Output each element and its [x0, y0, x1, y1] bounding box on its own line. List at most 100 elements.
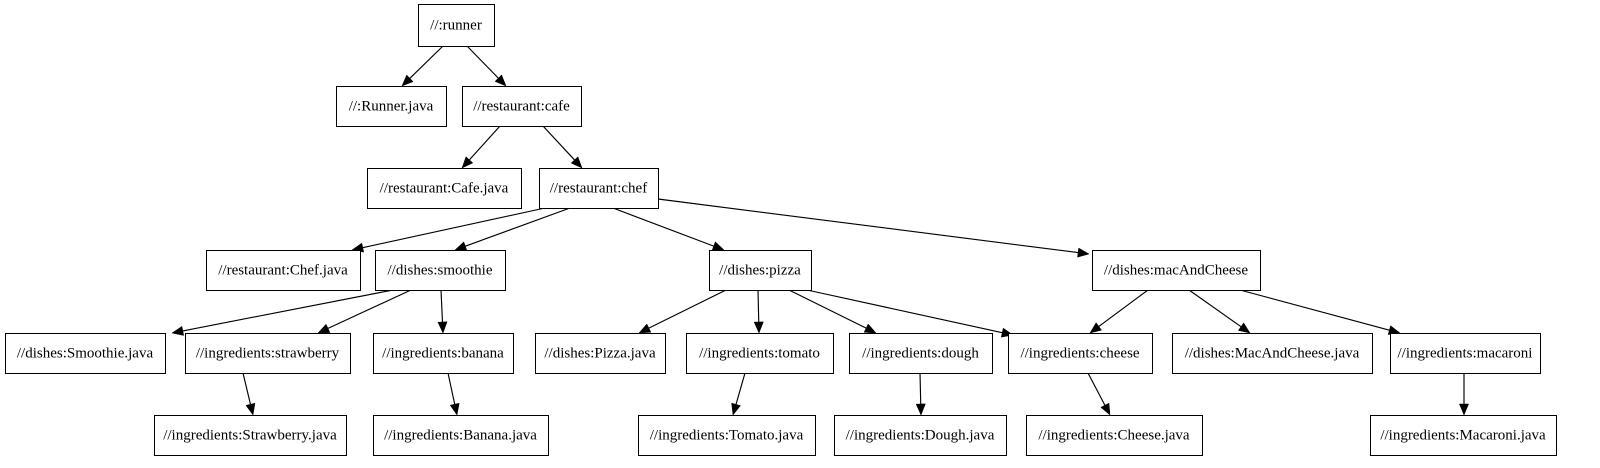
node-label: //dishes:smoothie: [388, 262, 493, 278]
node-box[interactable]: [5, 333, 166, 374]
node-box[interactable]: [539, 168, 659, 209]
graph-node-dough_java[interactable]: //ingredients:Dough.java: [834, 415, 1007, 456]
graph-node-restaurant_chef[interactable]: //restaurant:chef: [539, 168, 659, 209]
graph-edge: [612, 207, 725, 251]
graph-node-ing_banana[interactable]: //ingredients:banana: [373, 333, 514, 374]
graph-node-macandchz_java[interactable]: //dishes:MacAndCheese.java: [1172, 333, 1373, 374]
edge-line: [1098, 289, 1149, 327]
edge-arrowhead-icon: [731, 402, 741, 416]
node-box[interactable]: [375, 250, 506, 291]
node-box[interactable]: [336, 86, 447, 127]
edge-line: [327, 289, 412, 329]
node-label: //ingredients:Banana.java: [384, 427, 537, 443]
node-box[interactable]: [373, 333, 514, 374]
graph-node-ing_strawberry[interactable]: //ingredients:strawberry: [185, 333, 351, 374]
node-box[interactable]: [154, 415, 347, 456]
node-box[interactable]: [686, 333, 834, 374]
graph-node-chef_java[interactable]: //restaurant:Chef.java: [206, 250, 361, 291]
edge-line: [466, 45, 499, 79]
graph-edge: [466, 45, 507, 87]
node-box[interactable]: [1092, 250, 1261, 291]
graph-node-smoothie_java[interactable]: //dishes:Smoothie.java: [5, 333, 166, 374]
graph-node-runner_java[interactable]: //:Runner.java: [336, 86, 447, 127]
node-box[interactable]: [1008, 333, 1153, 374]
node-label: //dishes:MacAndCheese.java: [1185, 345, 1360, 361]
edge-line: [1188, 289, 1242, 328]
edge-line: [447, 372, 456, 405]
node-box[interactable]: [373, 415, 549, 456]
node-label: //ingredients:dough: [862, 345, 979, 361]
edge-arrowhead-icon: [245, 402, 256, 416]
node-box[interactable]: [1172, 333, 1373, 374]
graph-edge: [1459, 373, 1469, 416]
node-box[interactable]: [535, 333, 666, 374]
edge-line: [440, 289, 444, 323]
node-box[interactable]: [1390, 333, 1541, 374]
graph-node-ing_dough[interactable]: //ingredients:dough: [849, 333, 993, 374]
edge-arrowhead-icon: [1077, 247, 1090, 258]
graph-edge: [542, 125, 583, 169]
edge-line: [409, 45, 444, 79]
node-box[interactable]: [1026, 415, 1203, 456]
graph-edge: [1239, 289, 1401, 335]
graph-node-banana_java[interactable]: //ingredients:Banana.java: [373, 415, 549, 456]
edge-arrowhead-icon: [1100, 402, 1111, 416]
edge-arrowhead-icon: [437, 321, 448, 334]
graph-node-ing_cheese[interactable]: //ingredients:cheese: [1008, 333, 1153, 374]
graph-edge: [242, 372, 256, 416]
edge-arrowhead-icon: [1237, 322, 1251, 334]
graph-edge: [454, 207, 571, 251]
node-label: //ingredients:Dough.java: [846, 427, 995, 443]
node-label: //restaurant:chef: [550, 180, 647, 196]
graph-edge: [447, 372, 460, 416]
graph-edge: [317, 289, 412, 334]
graph-node-ing_macaroni[interactable]: //ingredients:macaroni: [1390, 333, 1541, 374]
graph-node-ing_tomato[interactable]: //ingredients:tomato: [686, 333, 834, 374]
node-box[interactable]: [462, 86, 582, 127]
edge-line: [735, 372, 746, 405]
edge-line: [468, 125, 501, 161]
graph-node-cheese_java[interactable]: //ingredients:Cheese.java: [1026, 415, 1203, 456]
node-label: //dishes:macAndCheese: [1104, 262, 1248, 278]
edge-arrowhead-icon: [171, 325, 184, 336]
graph-node-dishes_pizza[interactable]: //dishes:pizza: [709, 250, 812, 291]
graph-edge: [437, 289, 448, 334]
edge-arrowhead-icon: [638, 323, 652, 334]
edge-line: [362, 207, 546, 249]
node-box[interactable]: [206, 250, 361, 291]
node-label: //ingredients:macaroni: [1398, 345, 1533, 361]
node-box[interactable]: [709, 250, 812, 291]
graph-node-tomato_java[interactable]: //ingredients:Tomato.java: [638, 415, 816, 456]
node-box[interactable]: [849, 333, 993, 374]
graph-node-pizza_java[interactable]: //dishes:Pizza.java: [535, 333, 666, 374]
graph-node-runner[interactable]: //:runner: [418, 4, 495, 47]
node-label: //ingredients:Strawberry.java: [163, 427, 337, 443]
graph-edge: [171, 289, 394, 336]
node-box[interactable]: [834, 415, 1007, 456]
graph-edges-layer: [171, 45, 1469, 416]
node-box[interactable]: [185, 333, 351, 374]
edge-arrowhead-icon: [401, 74, 414, 87]
graph-edge: [915, 372, 926, 416]
node-label: //ingredients:Macaroni.java: [1380, 427, 1546, 443]
graph-node-dishes_macandchz[interactable]: //dishes:macAndCheese: [1092, 250, 1261, 291]
node-box[interactable]: [367, 168, 522, 209]
edge-arrowhead-icon: [711, 241, 725, 251]
node-box[interactable]: [1370, 415, 1557, 456]
graph-node-cafe_java[interactable]: //restaurant:Cafe.java: [367, 168, 522, 209]
edge-arrowhead-icon: [1089, 322, 1103, 334]
node-box[interactable]: [418, 4, 495, 47]
edge-line: [612, 207, 714, 247]
graph-edge: [1087, 372, 1111, 416]
edge-arrowhead-icon: [454, 241, 468, 251]
node-label: //dishes:Smoothie.java: [17, 345, 154, 361]
graph-edge: [788, 289, 877, 334]
graph-node-strawberry_java[interactable]: //ingredients:Strawberry.java: [154, 415, 347, 456]
node-box[interactable]: [638, 415, 816, 456]
graph-node-macaroni_java[interactable]: //ingredients:Macaroni.java: [1370, 415, 1557, 456]
graph-node-dishes_smoothie[interactable]: //dishes:smoothie: [375, 250, 506, 291]
node-label: //restaurant:Cafe.java: [380, 180, 509, 196]
graph-node-restaurant_cafe[interactable]: //restaurant:cafe: [462, 86, 582, 127]
edge-line: [542, 125, 575, 161]
